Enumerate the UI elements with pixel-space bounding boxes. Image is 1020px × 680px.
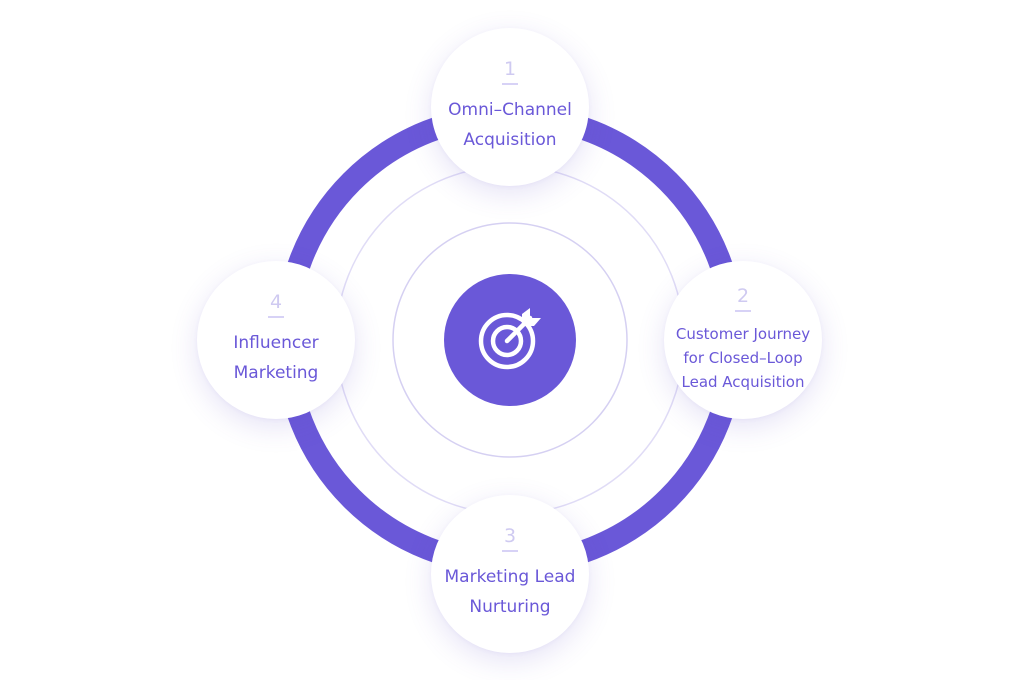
center-hub <box>444 274 576 406</box>
step-node-4: 4 Influencer Marketing <box>197 261 355 419</box>
step-number-2: 2 <box>734 286 752 312</box>
step-node-3: 3 Marketing Lead Nurturing <box>431 495 589 653</box>
step-label-2: Customer Journey for Closed–Loop Lead Ac… <box>675 325 811 391</box>
target-icon <box>475 303 545 378</box>
step-number-3: 3 <box>501 526 519 552</box>
step-node-2: 2 Customer Journey for Closed–Loop Lead … <box>664 261 822 419</box>
step-number-4: 4 <box>267 292 285 318</box>
step-number-1: 1 <box>501 59 519 85</box>
step-label-1: Omni–Channel Acquisition <box>448 100 572 150</box>
step-node-1: 1 Omni–Channel Acquisition <box>431 28 589 186</box>
step-label-4: Influencer Marketing <box>233 333 319 383</box>
step-label-3: Marketing Lead Nurturing <box>444 567 576 617</box>
inner-ring <box>392 222 628 458</box>
